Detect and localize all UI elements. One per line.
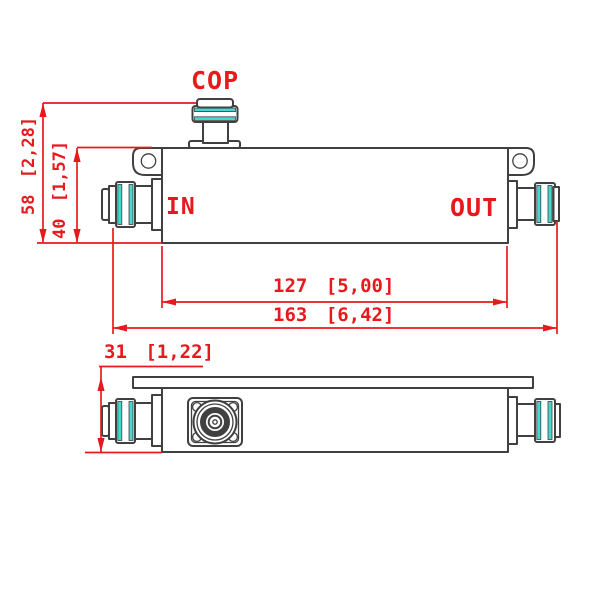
dimension-depth-31	[85, 365, 203, 454]
mounting-plate	[132, 376, 534, 389]
arrowhead	[39, 103, 47, 117]
in-port-connector	[101, 178, 163, 231]
center-pin	[212, 419, 218, 425]
mounting-tab-right	[507, 147, 535, 176]
second-view	[101, 376, 561, 453]
front-view	[101, 98, 560, 244]
in-port-label: IN	[166, 194, 196, 220]
teal-band	[128, 401, 134, 441]
out-port-label: OUT	[450, 193, 499, 222]
out-flange	[507, 180, 518, 229]
mounting-tab-left	[132, 147, 163, 176]
arrowhead	[39, 229, 47, 243]
coupler-body	[161, 147, 509, 244]
cop-port-label: COP	[191, 66, 240, 95]
arrowhead	[73, 148, 81, 162]
arrowhead	[97, 438, 105, 452]
dimension-body-height-40	[73, 146, 152, 243]
dimension-label-total-length: 163 [6,42]	[273, 304, 395, 326]
in-port-connector-second-view	[101, 394, 163, 447]
in-teal-band-left	[117, 184, 123, 225]
cop-teal-band-top	[194, 107, 236, 112]
in-ring2	[108, 185, 117, 224]
dimension-label-total-height: 58 [2,28]	[19, 116, 39, 215]
dimension-body-length-127	[161, 246, 508, 308]
cop-top-cap	[196, 98, 234, 109]
in-flange	[151, 178, 163, 231]
cop-teal-band-bottom	[194, 116, 236, 121]
arrowhead	[493, 298, 507, 306]
out-teal-band-left	[536, 185, 542, 223]
out-teal-band-right	[547, 185, 553, 223]
out-port-connector-second-view	[507, 396, 561, 445]
dimension-label-body-height: 40 [1,57]	[50, 140, 70, 239]
out-neck	[516, 187, 536, 221]
cop-port-flange-view	[187, 397, 243, 447]
arrowhead	[73, 229, 81, 243]
tab-hole-right	[512, 153, 528, 169]
out-port-connector	[507, 180, 560, 229]
cop-neck	[202, 119, 229, 144]
connector-barrel	[200, 407, 230, 437]
in-teal-band-right	[128, 184, 134, 225]
cop-port-connector	[188, 98, 241, 149]
tab-hole-left	[140, 153, 157, 169]
dimension-total-height-58	[37, 102, 196, 244]
arrowhead	[162, 298, 176, 306]
out-end-cap	[552, 186, 560, 222]
arrowhead	[97, 377, 105, 391]
dimension-label-depth: 31 [1,22]	[104, 341, 214, 363]
teal-band	[547, 401, 553, 440]
in-neck	[133, 185, 153, 224]
arrowhead	[543, 324, 557, 332]
teal-band	[536, 401, 542, 440]
dimension-label-body-length: 127 [5,00]	[273, 275, 395, 297]
in-end-cap	[101, 188, 110, 221]
arrowhead	[113, 324, 127, 332]
dimension-total-length-163	[112, 221, 558, 334]
teal-band	[117, 401, 123, 441]
